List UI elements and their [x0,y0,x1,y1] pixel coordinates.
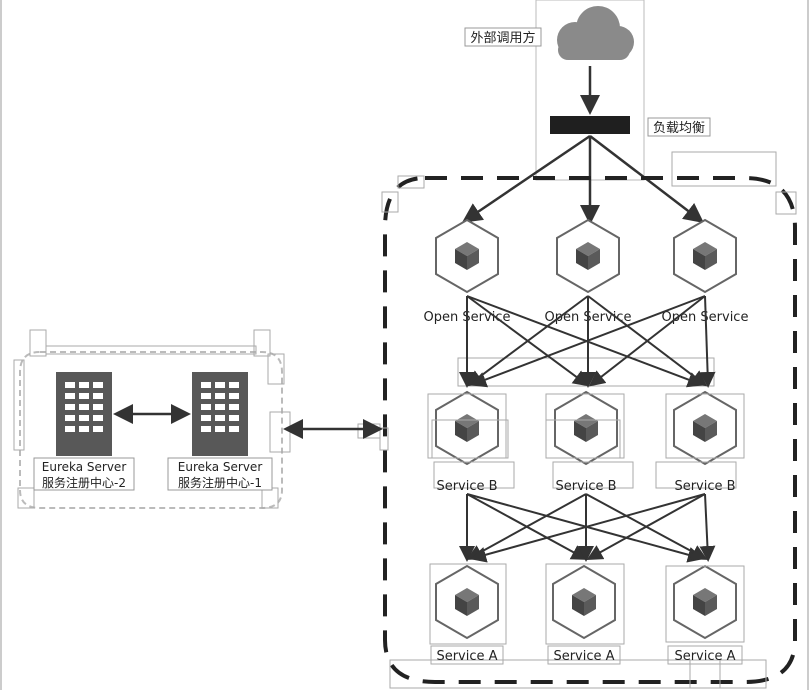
eureka-server-name: Eureka Server [178,460,263,474]
open-service-node [673,219,737,293]
service-b-node [435,391,499,465]
service-a-label: Service A [674,649,735,664]
external-label-box [464,27,542,47]
eureka-server-desc: 服务注册中心-1 [178,475,262,490]
service-a-label: Service A [436,649,497,664]
eureka-server-desc: 服务注册中心-2 [42,475,126,490]
service-a-node [435,565,499,639]
open-service-node [556,219,620,293]
lb-to-open1-arrow [461,134,591,223]
a-node-frames [429,563,745,665]
service-a-label: Service A [553,649,614,664]
external-label: 外部调用方 [470,30,535,46]
eureka-server-name: Eureka Server [42,460,127,474]
eureka-label-box [167,457,273,491]
b-to-a-arrows [459,493,716,563]
service-a-node [673,565,737,639]
service-b-label: Service B [555,479,616,494]
load-balancer-icon [550,116,630,134]
lb-label-box [647,117,711,137]
eureka-label-box [33,457,135,491]
service-b-label: Service B [674,479,735,494]
open-to-b-arrows [459,295,716,388]
lb-label: 负载均衡 [653,121,705,136]
service-b-node [554,391,618,465]
eureka-annotation-boxes [13,329,291,509]
service-a-node [552,565,616,639]
cloud-icon [557,6,634,60]
service-cluster-boundary [383,176,797,684]
service-b-node [673,391,737,465]
service-b-label: Service B [436,479,497,494]
b-node-frames [427,393,745,489]
eureka-server-icon [192,372,248,456]
eureka-server-icon [56,372,112,456]
open-service-node [435,219,499,293]
